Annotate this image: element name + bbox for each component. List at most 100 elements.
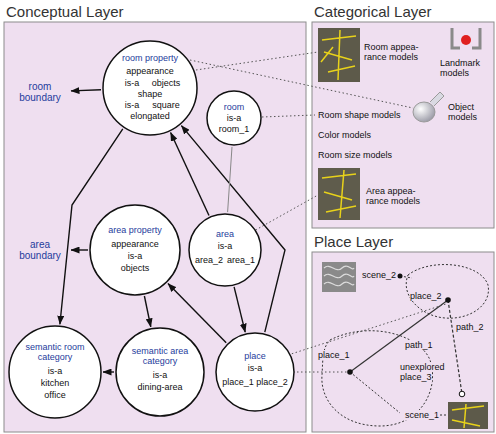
room-appearance-image — [318, 28, 360, 82]
concept-term-holder: area_1 — [227, 255, 255, 265]
layer-panel: Place Layer — [312, 232, 494, 432]
place-label-holder: scene_2 — [362, 270, 396, 280]
concept-term: is-a — [48, 366, 63, 376]
relation-arrow — [71, 90, 101, 91]
concept-name: area — [216, 229, 234, 239]
concept-term-holder: is-a — [227, 113, 242, 123]
layer-title-holder: Categorical Layer — [314, 3, 432, 21]
concept-name: area property — [108, 225, 162, 235]
concept-term: place_2 — [256, 377, 288, 387]
circle-outline — [189, 214, 261, 286]
circle-outline — [90, 205, 180, 295]
concept-term: is-a — [227, 113, 242, 123]
concept-circle: areais-aarea_2area_1 — [188, 213, 262, 287]
concept-name-holder: place — [244, 351, 266, 361]
circle-outline — [116, 328, 204, 416]
layer-title: Place Layer — [314, 233, 393, 250]
concept-term-holder: appearance — [126, 66, 174, 76]
concept-term: objects — [121, 263, 150, 273]
model-label: Area appea- rance models — [366, 186, 420, 206]
concept-circle: placeis-aplace_1place_2 — [215, 332, 295, 412]
concept-name: room property — [122, 53, 178, 63]
concept-term: is-a — [153, 370, 168, 380]
concept-term: square — [152, 100, 180, 110]
leader-line — [196, 52, 318, 70]
model-label: Room size models — [318, 150, 392, 160]
relation-arrow — [103, 371, 114, 372]
place-label: scene_1 — [405, 410, 439, 420]
concept-term: shape — [138, 89, 163, 99]
model-label: Color models — [318, 130, 371, 140]
concept-term-holder: is-a — [125, 100, 140, 110]
layer-title-holder: Place Layer — [314, 233, 393, 251]
leader-line — [350, 372, 400, 413]
concept-circle: room property appearance is-a objectsshapei… — [102, 40, 198, 136]
place-region — [406, 265, 488, 319]
boundary-text-holder: room boundary — [14, 81, 66, 103]
circle-outline — [103, 41, 197, 135]
model-label-holder: Area appea- rance models — [366, 186, 424, 206]
panel-ground — [4, 22, 306, 432]
concept-name: room — [224, 102, 245, 112]
concept-name-holder: area property — [108, 225, 162, 235]
concept-term: kitchen — [41, 378, 70, 388]
concept-term: objects — [152, 78, 181, 88]
concept-name-holder: semantic area category — [128, 346, 192, 366]
boundary-text: area boundary — [19, 239, 61, 261]
concept-term: is-a — [248, 363, 263, 373]
concept-term: area_1 — [227, 255, 255, 265]
concept-term-holder: objects — [152, 78, 181, 88]
landmark-icon — [452, 28, 460, 48]
panel-ground — [312, 22, 494, 228]
scene-image — [322, 262, 356, 292]
leader-line — [252, 195, 318, 232]
image-feature — [322, 170, 356, 218]
concept-name-holder: semantic room category — [23, 342, 87, 362]
concept-term: room_1 — [219, 124, 250, 134]
model-label: Room shape models — [318, 110, 401, 120]
relation-arrow — [181, 126, 285, 333]
concept-term: elongated — [130, 111, 170, 121]
concept-name-holder: room property — [122, 53, 178, 63]
model-label-holder: Object models — [448, 102, 488, 122]
model-label-holder: Room size models — [318, 150, 392, 160]
concept-term: is-a — [125, 78, 140, 88]
concept-term-holder: room_1 — [219, 124, 250, 134]
panel-ground — [312, 252, 494, 432]
circle-outline — [216, 333, 294, 411]
concept-term-holder: elongated — [130, 111, 170, 121]
place-label: place_1 — [318, 350, 350, 360]
concept-circle: roomis-aroom_1 — [206, 90, 262, 146]
landmark-icon — [461, 35, 471, 45]
concept-circle: area property appearance is-a objects — [89, 204, 181, 296]
layer-title-holder: Conceptual Layer — [6, 3, 124, 21]
concept-term: is-a — [128, 251, 143, 261]
concept-term: is-a — [125, 100, 140, 110]
model-label-holder: Room shape models — [318, 110, 401, 120]
leader-line — [262, 115, 315, 117]
boundary-text-holder: area boundary — [14, 239, 66, 261]
concept-term-holder: dining-area — [137, 382, 182, 392]
boundary-text: room boundary — [19, 81, 61, 103]
model-label: Landmark models — [440, 58, 480, 78]
concept-name: semantic room category — [25, 342, 84, 362]
place-label-holder: path_2 — [456, 322, 484, 332]
concept-term-holder: square — [152, 100, 180, 110]
node-dot — [398, 274, 403, 279]
concept-term-holder: appearance — [111, 239, 159, 249]
concept-term: office — [44, 390, 65, 400]
model-label-holder: Color models — [318, 130, 371, 140]
concept-term: appearance — [111, 239, 159, 249]
place-label: scene_2 — [362, 270, 396, 280]
concept-term-holder: is-a — [153, 370, 168, 380]
place-label-holder: scene_1 — [405, 410, 439, 420]
leader-line — [288, 304, 446, 355]
concept-term: appearance — [126, 66, 174, 76]
concept-name-holder: room — [224, 102, 245, 112]
concept-term-holder: objects — [121, 263, 150, 273]
image-feature — [452, 404, 484, 428]
path-line — [448, 300, 462, 394]
concept-term-holder: is-a — [218, 241, 233, 251]
concept-term-holder: is-a — [248, 363, 263, 373]
relation-arrow — [234, 287, 245, 332]
